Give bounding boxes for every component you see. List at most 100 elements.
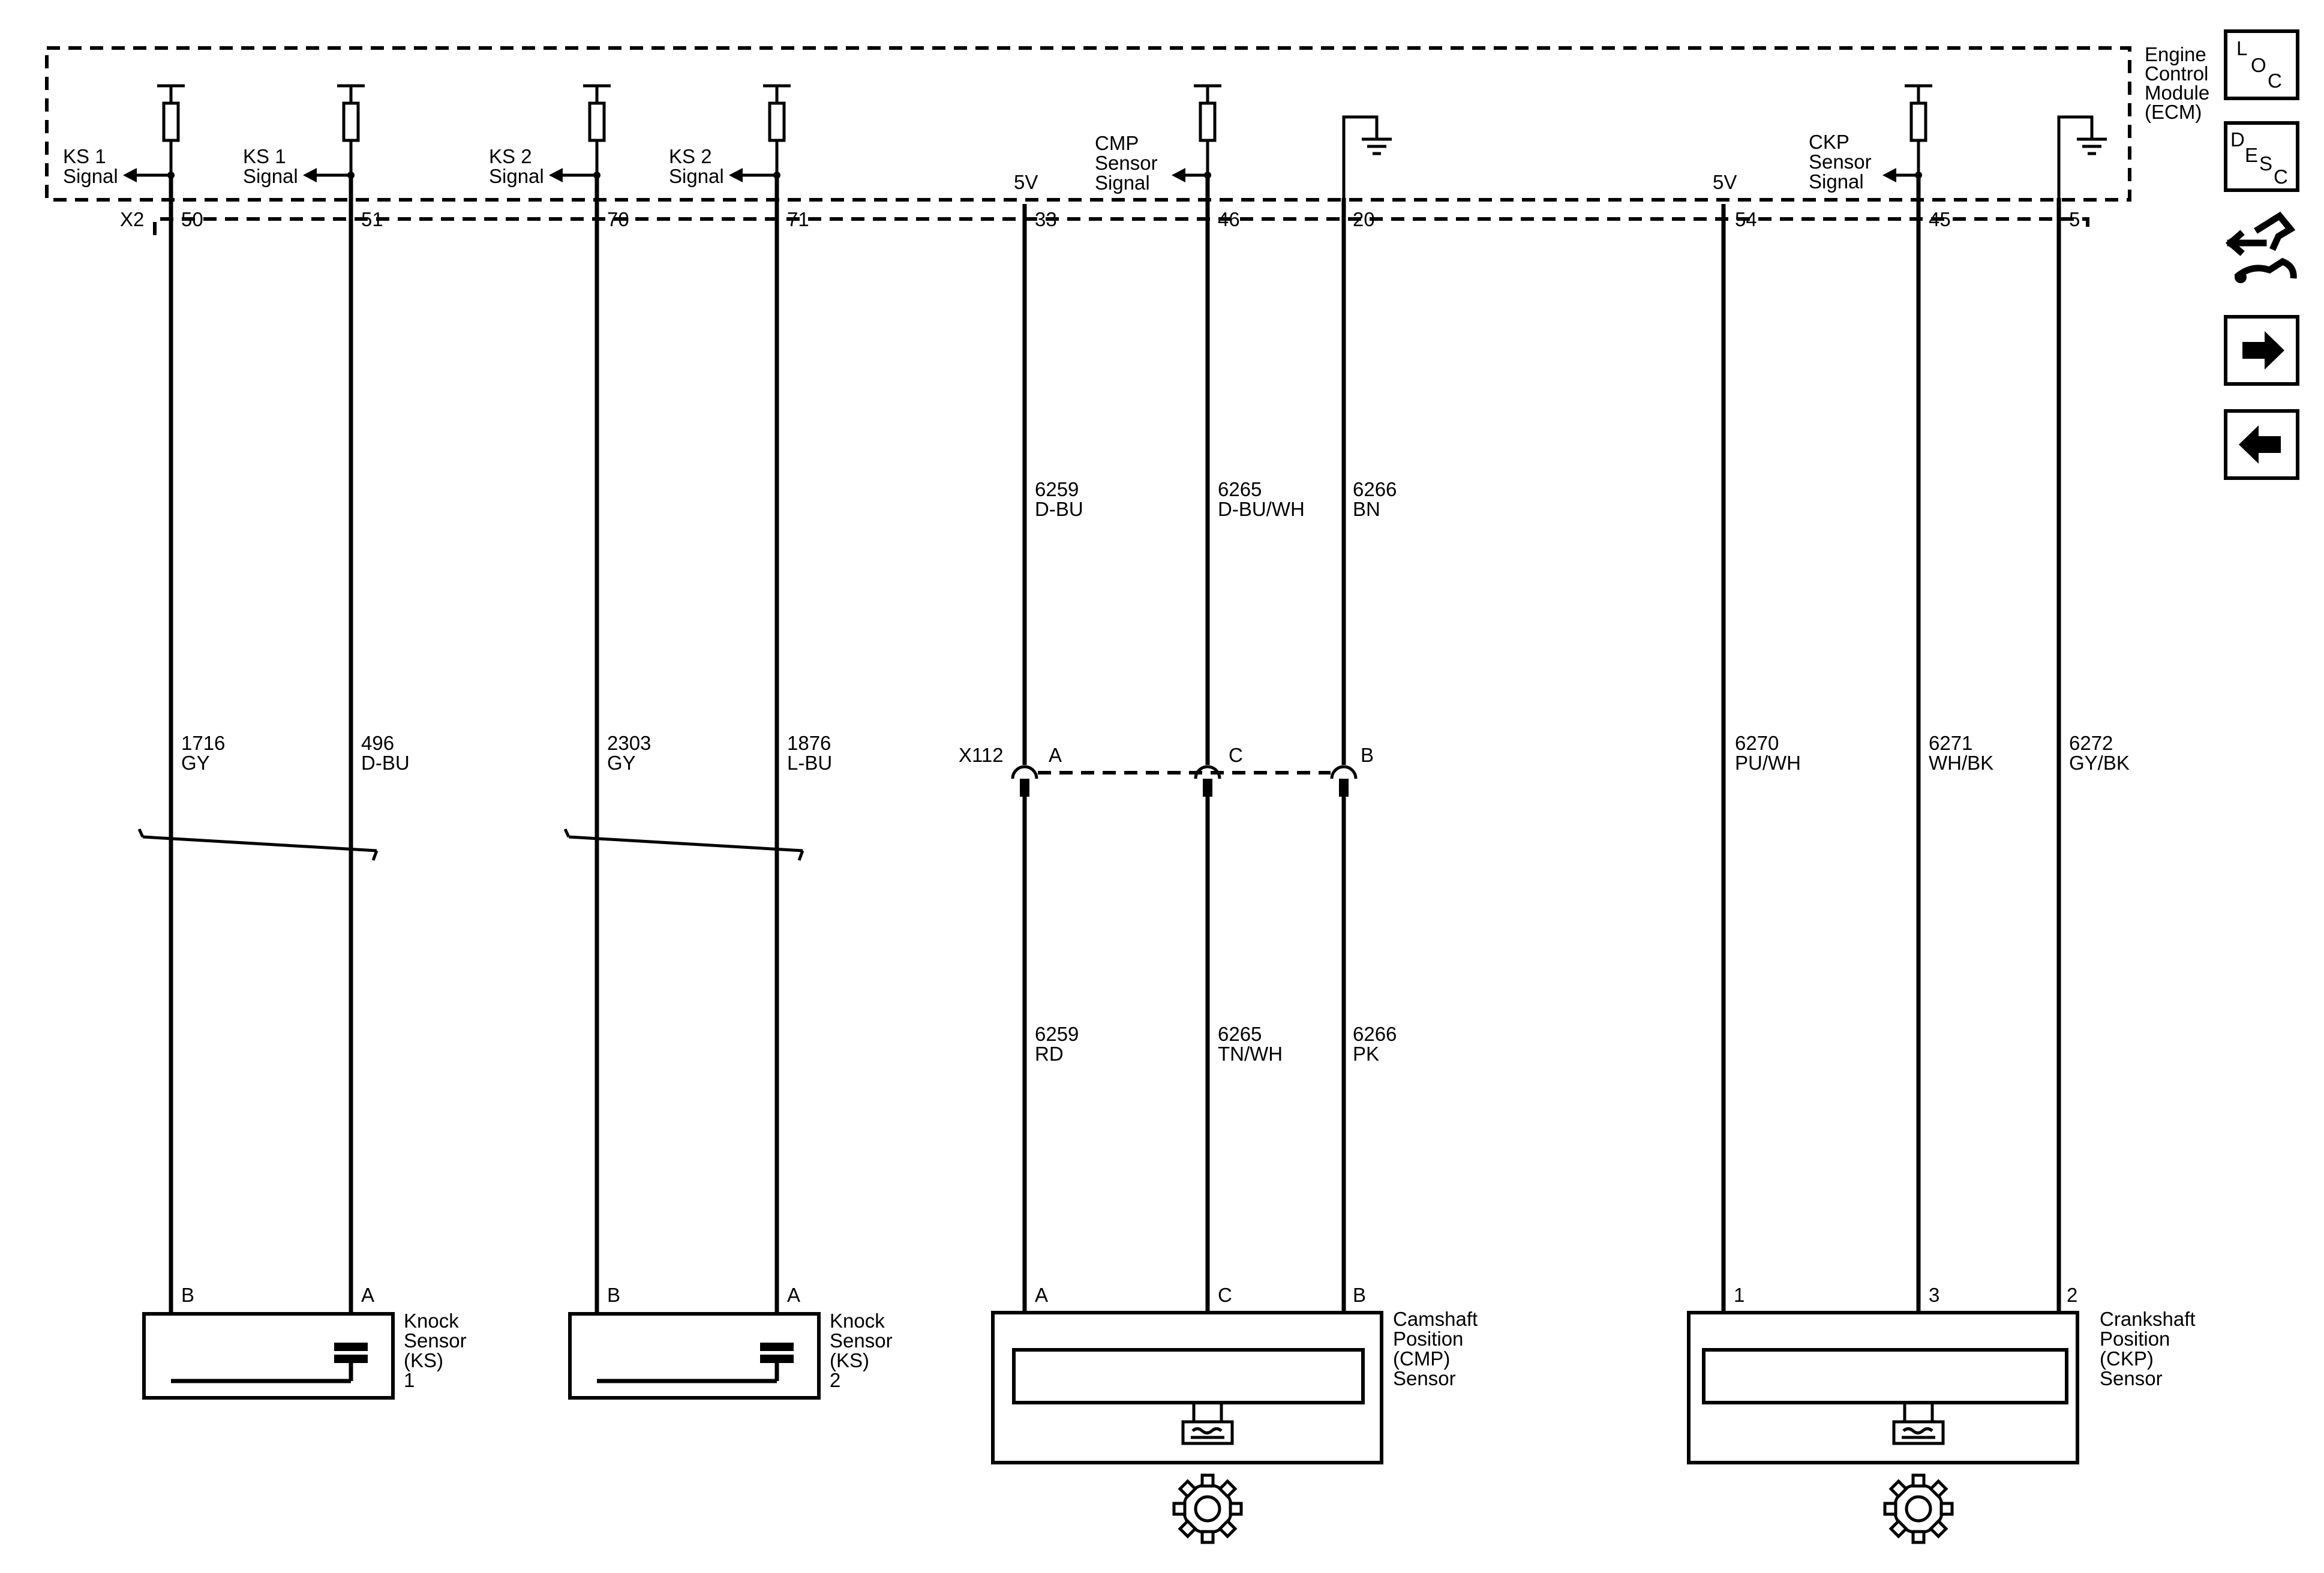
gear-tooth bbox=[1939, 1502, 1954, 1516]
previous-button[interactable] bbox=[2224, 409, 2299, 480]
right-arrow-icon bbox=[2242, 331, 2284, 370]
ecm-connector-label: X2 bbox=[120, 208, 144, 230]
x112-pin-a: A bbox=[1049, 744, 1062, 766]
ks1-pin-b: B bbox=[181, 1284, 194, 1306]
gear-tooth bbox=[1178, 1518, 1198, 1539]
ks1-pin-a: A bbox=[361, 1284, 374, 1306]
ks1-label-1: Knock bbox=[404, 1310, 459, 1332]
ecm-label-2: Control bbox=[2145, 62, 2208, 85]
next-button[interactable] bbox=[2224, 315, 2299, 386]
gear-tooth bbox=[1911, 1530, 1926, 1544]
x112-pin-c: C bbox=[1229, 744, 1243, 766]
x112-label: X112 bbox=[959, 744, 1004, 766]
wire-6266-upper-number: 6266 bbox=[1353, 478, 1397, 500]
wire-6266-lower-color: PK bbox=[1353, 1043, 1379, 1065]
cmp-signal-label-3: Signal bbox=[1095, 172, 1150, 194]
cmp-gear-icon bbox=[1172, 1473, 1243, 1544]
desc-c: C bbox=[2274, 166, 2288, 188]
wire-496-color: D-BU bbox=[361, 752, 410, 774]
ckp-label-1: Crankshaft bbox=[2100, 1308, 2196, 1330]
desc-e: E bbox=[2245, 144, 2258, 166]
cmp-5v-label: 5V bbox=[1014, 171, 1038, 193]
wire-set bbox=[137, 175, 2061, 1381]
cmp-pin-a: A bbox=[1035, 1284, 1048, 1306]
cmp-sensor: A C B Camshaft Position (CMP) Sensor bbox=[991, 1284, 1478, 1544]
loc-c: C bbox=[2268, 70, 2282, 92]
ckp-signal-label-3: Signal bbox=[1809, 170, 1864, 193]
knock-sensor-1: B A Knock Sensor (KS) 1 bbox=[142, 1284, 467, 1400]
ckp-signal-label-2: Sensor bbox=[1809, 151, 1872, 173]
ks1-signal-label-b1: KS 1 bbox=[243, 145, 286, 167]
ks2-label-3: (KS) bbox=[830, 1349, 869, 1371]
description-button[interactable]: D E S C bbox=[2224, 121, 2299, 192]
gear-tooth bbox=[1200, 1530, 1215, 1544]
ks2-signal-label-a1: KS 2 bbox=[489, 145, 532, 167]
wire-6266-lower-number: 6266 bbox=[1353, 1023, 1397, 1045]
gear-tooth bbox=[1178, 1479, 1198, 1499]
x112-pin-b: B bbox=[1361, 744, 1374, 766]
location-button[interactable]: L O C bbox=[2224, 29, 2299, 100]
wire-6272-number: 6272 bbox=[2069, 732, 2113, 754]
twisted-pair-mark-ks2 bbox=[568, 835, 803, 852]
ks2-signal-label-a2: Signal bbox=[489, 165, 544, 187]
ks1-label-3: (KS) bbox=[404, 1349, 443, 1371]
ks1-label-2: Sensor bbox=[404, 1329, 467, 1352]
twisted-pair-mark-ks1 bbox=[142, 835, 377, 852]
loc-o: O bbox=[2251, 54, 2266, 76]
ks2-label-2: Sensor bbox=[830, 1329, 893, 1352]
ckp-label-4: Sensor bbox=[2100, 1367, 2163, 1389]
ks2-signal-label-b1: KS 2 bbox=[669, 145, 712, 167]
ks2-label-1: Knock bbox=[830, 1310, 885, 1332]
ckp-signal-label-1: CKP bbox=[1809, 131, 1849, 153]
ks1-signal-label-b2: Signal bbox=[243, 165, 298, 187]
pin-51: 51 bbox=[361, 208, 383, 230]
connector-repair-icon[interactable] bbox=[2226, 211, 2297, 283]
cmp-label-1: Camshaft bbox=[1393, 1308, 1478, 1330]
wire-6272-color: GY/BK bbox=[2069, 752, 2130, 774]
knock-sensor-2: B A Knock Sensor (KS) 2 bbox=[568, 1284, 893, 1400]
cmp-label-3: (CMP) bbox=[1393, 1347, 1450, 1370]
ecm-pin-numbers: 50 51 70 71 33 46 20 54 45 5 bbox=[181, 208, 2080, 230]
gear-tooth bbox=[1217, 1518, 1238, 1539]
cmp-pin-b: B bbox=[1353, 1284, 1366, 1306]
wire-labels: 6259 D-BU 6265 D-BU/WH 6266 BN 1716 GY 4… bbox=[181, 478, 2130, 1065]
gear-tooth bbox=[1928, 1518, 1948, 1539]
ckp-gear-icon bbox=[1883, 1473, 1954, 1544]
pin-50: 50 bbox=[181, 208, 203, 230]
ecm-label-3: Module bbox=[2145, 82, 2209, 104]
gear-tooth bbox=[1217, 1479, 1238, 1499]
gear-tooth bbox=[1200, 1473, 1215, 1488]
wire-6265-lower-number: 6265 bbox=[1218, 1023, 1262, 1045]
gear-tooth bbox=[1883, 1502, 1897, 1516]
ckp-pin-1: 1 bbox=[1734, 1284, 1744, 1306]
wire-6266-upper-color: BN bbox=[1353, 498, 1380, 520]
wire-6265-upper-color: D-BU/WH bbox=[1218, 498, 1305, 520]
ks1-label-4: 1 bbox=[404, 1369, 415, 1391]
ckp-5v-label: 5V bbox=[1713, 171, 1737, 193]
gear-tooth bbox=[1888, 1518, 1909, 1539]
cmp-signal-label-1: CMP bbox=[1095, 132, 1139, 154]
wire-6270-number: 6270 bbox=[1735, 732, 1779, 754]
cmp-label-4: Sensor bbox=[1393, 1367, 1456, 1389]
pin-46: 46 bbox=[1218, 208, 1240, 230]
ks2-pin-b: B bbox=[607, 1284, 620, 1306]
wire-2303-number: 2303 bbox=[607, 732, 651, 754]
cmp-pin-c: C bbox=[1218, 1284, 1232, 1306]
ks2-label-4: 2 bbox=[830, 1369, 840, 1391]
pin-45: 45 bbox=[1929, 208, 1951, 230]
ckp-sensor: 1 3 2 Crankshaft Position (CKP) Sensor bbox=[1687, 1284, 2196, 1544]
desc-d: D bbox=[2230, 128, 2245, 151]
wire-6259-upper-color: D-BU bbox=[1035, 498, 1083, 520]
pin-54: 54 bbox=[1735, 208, 1757, 230]
desc-s: S bbox=[2259, 152, 2272, 175]
wire-6271-color: WH/BK bbox=[1929, 752, 1993, 774]
ecm-signal-labels: KS 1 Signal KS 1 Signal KS 2 Signal KS 2… bbox=[63, 131, 1872, 194]
gear-tooth bbox=[1172, 1502, 1187, 1516]
wire-1876-color: L-BU bbox=[787, 752, 832, 774]
pin-33: 33 bbox=[1035, 208, 1057, 230]
ks2-signal-label-b2: Signal bbox=[669, 165, 724, 187]
gear-tooth bbox=[1229, 1502, 1243, 1516]
left-arrow-icon bbox=[2239, 425, 2281, 464]
wire-6259-upper-number: 6259 bbox=[1035, 478, 1079, 500]
gear-tooth bbox=[1928, 1479, 1948, 1499]
